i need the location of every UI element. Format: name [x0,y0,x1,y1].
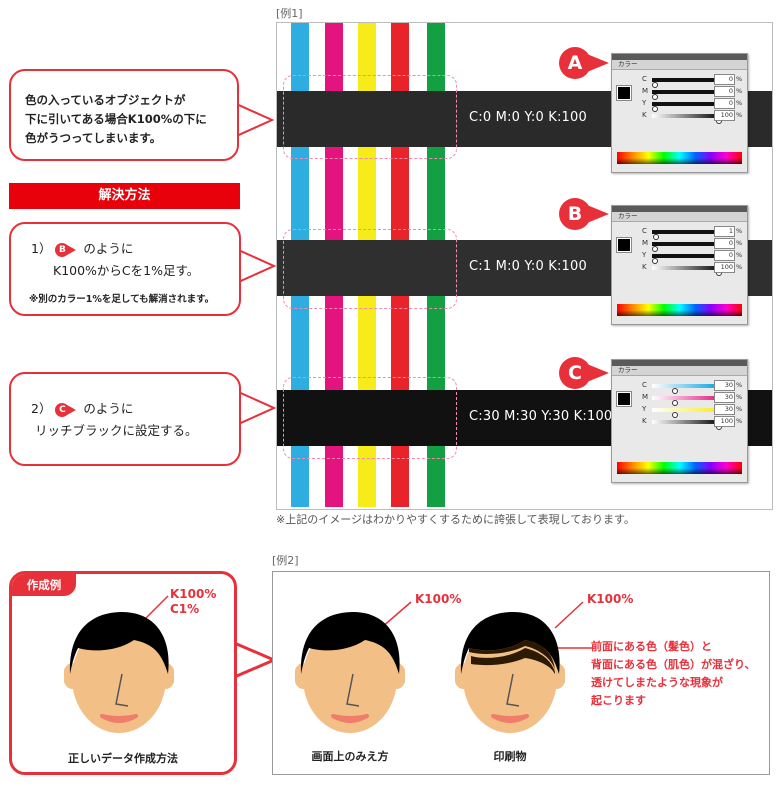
print-face-illustration [455,612,565,733]
panel-b-c-value[interactable]: 1 [714,226,735,237]
highlight-area-3 [283,377,457,459]
badge-c: C [559,357,591,389]
explain-line-2: 背面にある色（肌色）が混ざり、 [591,658,756,671]
panel-c-spectrum[interactable] [617,462,742,474]
example1-footnote: ※上記のイメージはわかりやすくするために誇張して表現しております。 [276,513,635,526]
panel-a-c-value[interactable]: 0 [714,74,735,85]
band-rich-black-text: C:30 M:30 Y:30 K:100 [469,409,613,424]
badge-a-pointer [587,54,609,72]
problem-line-1: 色の入っているオブジェクトが [25,93,186,107]
panel-b-spectrum[interactable] [617,304,742,316]
solution2-line-1: 2） C のように [31,401,134,417]
print-explanation: 前面にある色（髪色）と 背面にある色（肌色）が混ざり、 透けてしまたような現象が… [591,638,756,710]
panel-a-topbar [612,54,747,60]
panel-c-title: カラー [612,366,747,376]
highlight-area-1 [283,75,457,159]
badge-b-pointer [587,205,609,223]
good-face-illustration [64,612,174,733]
good-caption: 正しいデータ作成方法 [68,752,178,765]
solution-header-text: 解決方法 [98,188,151,203]
solution1-badge: B [55,242,79,257]
panel-c-k-value[interactable]: 100 [714,416,735,427]
swatch-fill-stroke-icon [616,85,632,101]
good-example-tag: 作成例 [12,574,76,596]
example2-label: [例2] [272,554,299,567]
panel-c-c-value[interactable]: 30 [714,380,735,391]
panel-a-m-value[interactable]: 0 [714,86,735,97]
print-caption: 印刷物 [493,750,527,763]
good-note-c1: C1% [170,602,200,616]
solution1-number: 1） [31,241,52,256]
good-note-k100: K100% [170,587,217,601]
solution2-badge: C [55,402,79,417]
swatch-fill-stroke-icon [616,237,632,253]
panel-c-topbar [612,360,747,366]
panel-c-y-value[interactable]: 30 [714,404,735,415]
screen-note-k100: K100% [415,592,462,606]
problem-line-2: 下に引いてある場合K100%の下に [25,112,207,126]
panel-b-topbar [612,206,747,212]
solution2-line-2: リッチブラックに設定する。 [35,423,198,438]
explain-line-4: 起こります [591,694,646,707]
solution-header: 解決方法 [9,183,240,209]
panel-a-spectrum[interactable] [617,152,742,164]
solution2-bubble: 2） C のように リッチブラックに設定する。 [9,372,241,466]
screen-face-illustration [295,612,405,733]
example2-frame: K100% K100% 画面上のみえ方 印刷物 前面にある色（髪色）と 背面にあ… [272,571,770,775]
highlight-area-2 [283,229,457,309]
swatch-fill-stroke-icon [616,391,632,407]
band-k100-text: C:0 M:0 Y:0 K:100 [469,110,587,125]
explain-line-3: 透けてしまたような現象が [591,676,723,689]
solution1-line-1: 1） B のように [31,241,134,257]
solution1-bubble: 1） B のように K100%からCを1%足す。 ※別のカラー1%を足しても解消… [9,222,241,316]
screen-caption: 画面上のみえ方 [311,750,389,763]
explain-line-1: 前面にある色（髪色）と [591,640,712,653]
problem-bubble: 色の入っているオブジェクトが 下に引いてある場合K100%の下に 色がうつってし… [9,69,239,161]
example1-frame: C:0 M:0 Y:0 K:100 C:1 M:0 Y:0 K:100 C:30… [276,22,773,510]
panel-b-y-value[interactable]: 0 [714,250,735,261]
good-example-box: 作成例 K100% C1% 正しいデータ作成方法 [9,571,237,775]
band-c1-k100-text: C:1 M:0 Y:0 K:100 [469,259,587,274]
panel-a-title: カラー [612,60,747,70]
badge-c-pointer [587,364,609,382]
panel-a-k-value[interactable]: 100 [714,110,735,121]
panel-b-k-value[interactable]: 100 [714,262,735,273]
solution1-line-2: K100%からCを1%足す。 [53,263,200,278]
example1-label: [例1] [276,7,303,20]
badge-b: B [559,198,591,230]
good-example-pointer [232,640,276,680]
panel-b-m-value[interactable]: 0 [714,238,735,249]
solution1-note: ※別のカラー1%を足しても解消されます。 [29,294,215,305]
panel-c-m-value[interactable]: 30 [714,392,735,403]
solution2-number: 2） [31,401,52,416]
badge-a: A [559,47,591,79]
problem-line-3: 色がうつってしまいます。 [25,131,162,145]
panel-b-title: カラー [612,212,747,222]
panel-a-y-value[interactable]: 0 [714,98,735,109]
print-note-k100: K100% [587,592,634,606]
